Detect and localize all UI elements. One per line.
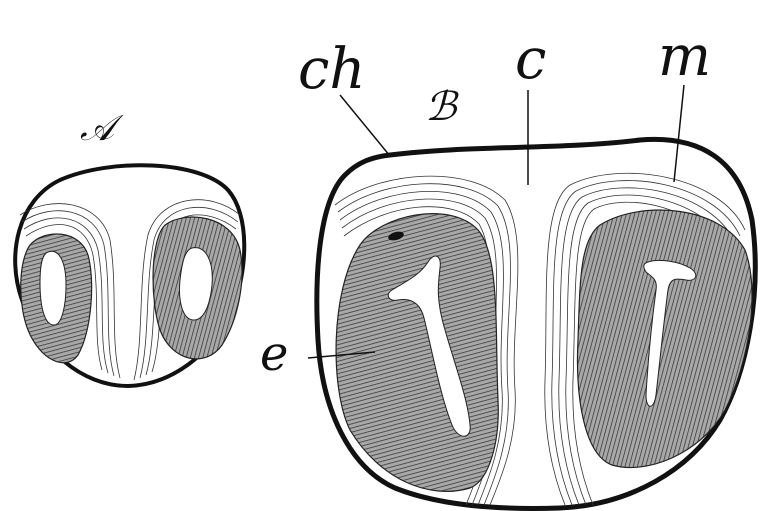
leader-e <box>307 351 376 359</box>
label-c: c <box>515 27 546 92</box>
section-a-right-lumen <box>179 247 213 321</box>
label-m: m <box>658 24 711 89</box>
section-a-left-fibers <box>19 203 121 379</box>
section-b-right-lumen <box>643 259 697 407</box>
section-a-left-lumen <box>39 250 67 326</box>
section-b-left-lumen <box>387 255 471 437</box>
section-a <box>13 163 247 389</box>
leader-ch <box>339 94 391 157</box>
section-b <box>314 136 758 511</box>
section-b-dark-spot <box>388 231 404 241</box>
leader-m <box>673 84 685 183</box>
label-e: e <box>260 326 288 382</box>
label-ch: ch <box>298 37 365 102</box>
section-b-right-epithelium <box>576 209 753 469</box>
label-b: ℬ <box>425 84 459 130</box>
label-a: 𝒜 <box>80 108 124 149</box>
